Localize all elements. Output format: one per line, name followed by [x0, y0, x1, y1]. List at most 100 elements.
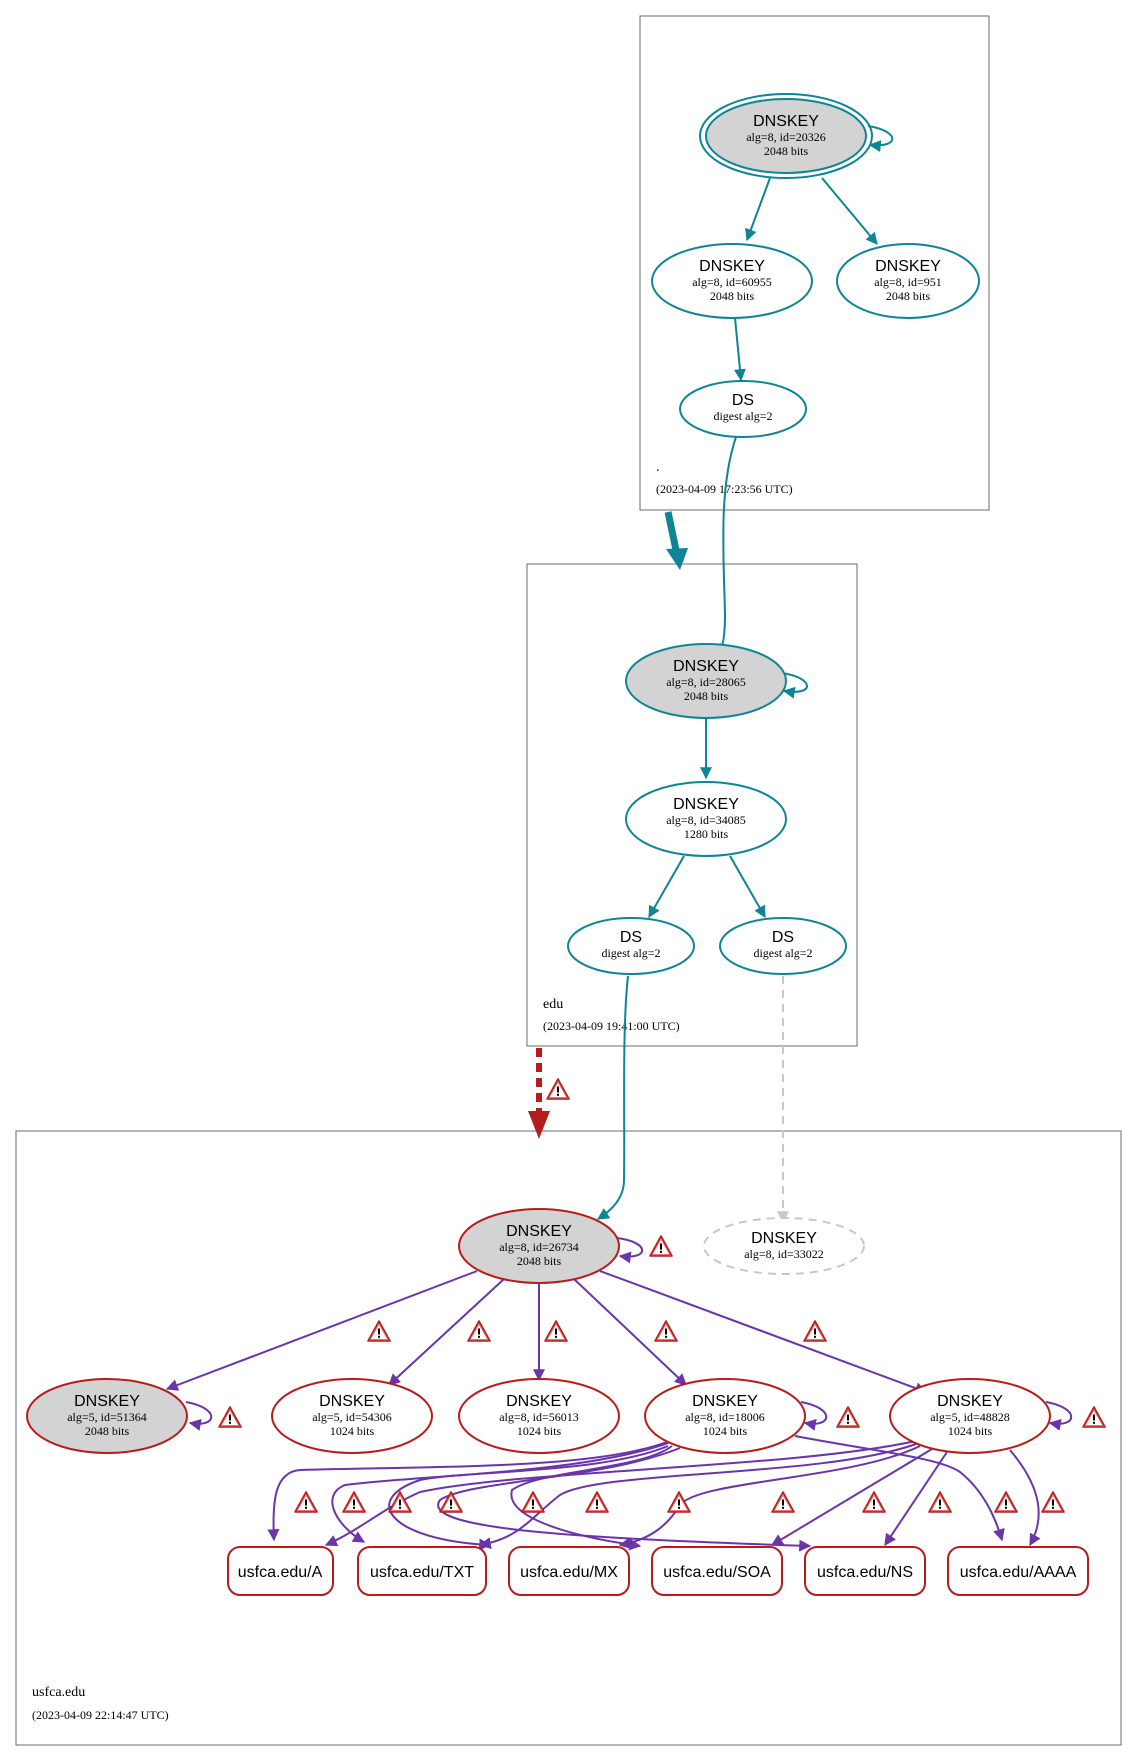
warning-icon — [388, 1491, 412, 1513]
node-detail: alg=5, id=48828 — [930, 1410, 1010, 1424]
edge-usf-k5-soa — [770, 1448, 933, 1546]
warning-icon — [836, 1406, 860, 1428]
node-usf-key-48828: DNSKEY alg=5, id=48828 1024 bits — [889, 1378, 1051, 1454]
warning-icon — [771, 1491, 795, 1513]
edge-usf-ksk-self — [616, 1237, 644, 1264]
node-detail: alg=5, id=51364 — [67, 1410, 147, 1424]
warning-icon — [994, 1491, 1018, 1513]
rrset-label: usfca.edu/SOA — [663, 1564, 771, 1581]
node-detail: alg=8, id=951 — [874, 275, 942, 289]
node-shape — [458, 1208, 620, 1284]
node-title: DNSKEY — [937, 1393, 1003, 1410]
node-title: DS — [620, 929, 642, 946]
node-title: DNSKEY — [875, 258, 941, 275]
rrset-box — [357, 1546, 487, 1596]
node-usf-key-18006: DNSKEY alg=8, id=18006 1024 bits — [644, 1378, 806, 1454]
rrset-soa: usfca.edu/SOA — [651, 1546, 783, 1596]
node-size: 2048 bits — [85, 1424, 130, 1438]
usfca-edges — [165, 1237, 1073, 1552]
node-title: DS — [772, 929, 794, 946]
node-title: DNSKEY — [506, 1223, 572, 1240]
node-root-zsk-60955: DNSKEY alg=8, id=60955 2048 bits — [651, 243, 813, 319]
node-title: DNSKEY — [753, 113, 819, 130]
node-root-zsk-951: DNSKEY alg=8, id=951 2048 bits — [836, 243, 980, 319]
node-root-ds: DS digest alg=2 — [679, 380, 807, 438]
edge-usf-k4-aaaa — [794, 1435, 1005, 1542]
node-usf-key-56013: DNSKEY alg=8, id=56013 1024 bits — [458, 1378, 620, 1454]
rrset-mx: usfca.edu/MX — [508, 1546, 630, 1596]
node-shape — [889, 1378, 1051, 1454]
warning-icon — [218, 1406, 242, 1428]
node-size: 2048 bits — [764, 144, 809, 158]
node-detail: alg=8, id=18006 — [685, 1410, 765, 1424]
node-usf-missing-key: DNSKEY alg=8, id=33022 — [703, 1217, 865, 1275]
rrset-label: usfca.edu/TXT — [370, 1564, 474, 1581]
edge-usf-k5-self — [1045, 1401, 1073, 1431]
node-detail: alg=8, id=28065 — [666, 675, 746, 689]
node-root-ksk-outer-ring — [699, 93, 873, 179]
edge-usf-k5-ns — [884, 1451, 948, 1546]
warning-icon — [928, 1491, 952, 1513]
warning-icon — [585, 1491, 609, 1513]
rrset-box — [227, 1546, 334, 1596]
edge-edu-zsk-ds1 — [648, 855, 685, 919]
node-detail: alg=5, id=54306 — [312, 1410, 392, 1424]
node-shape — [271, 1378, 433, 1454]
node-edu-ksk: DNSKEY alg=8, id=28065 2048 bits — [625, 643, 787, 719]
warning-icon — [1041, 1491, 1065, 1513]
node-title: DNSKEY — [319, 1393, 385, 1410]
node-shape — [26, 1378, 188, 1454]
node-detail: digest alg=2 — [753, 946, 812, 960]
node-title: DNSKEY — [506, 1393, 572, 1410]
delegation-root-edu-line — [664, 511, 680, 551]
node-shape — [644, 1378, 806, 1454]
node-size: 2048 bits — [517, 1254, 562, 1268]
rrset-txt: usfca.edu/TXT — [357, 1546, 487, 1596]
node-root-ksk-shape — [705, 98, 867, 174]
node-size: 1024 bits — [517, 1424, 562, 1438]
node-shape — [567, 917, 695, 975]
node-shape — [719, 917, 847, 975]
zone-root-name: . — [656, 460, 660, 475]
warning-icon — [654, 1320, 678, 1342]
zone-edu-timestamp: (2023-04-09 19:41:00 UTC) — [543, 1019, 680, 1033]
warning-icon — [521, 1491, 545, 1513]
edge-usf-k4-txt — [331, 1442, 669, 1543]
node-detail: alg=8, id=34085 — [666, 813, 746, 827]
zone-root-timestamp: (2023-04-09 17:23:56 UTC) — [656, 482, 793, 496]
node-detail: alg=8, id=33022 — [744, 1247, 824, 1261]
warning-icon — [467, 1320, 491, 1342]
node-title: DNSKEY — [74, 1393, 140, 1410]
rrset-box — [508, 1546, 630, 1596]
edge-usf-k5-txt — [478, 1443, 917, 1550]
edu-edges — [596, 672, 808, 1224]
warning-icon — [803, 1320, 827, 1342]
edge-usf-ksk-k2 — [388, 1278, 505, 1386]
node-detail: alg=8, id=56013 — [499, 1410, 579, 1424]
zone-usfca-name: usfca.edu — [32, 1685, 85, 1700]
edge-root-ksk-zsk1 — [745, 177, 771, 242]
node-shape — [703, 1217, 865, 1275]
delegation-edu-usfca — [528, 1048, 550, 1139]
rrset-label: usfca.edu/NS — [817, 1564, 913, 1581]
node-detail: digest alg=2 — [713, 409, 772, 423]
edge-usf-ksk-k5 — [599, 1270, 928, 1394]
node-detail: alg=8, id=20326 — [746, 130, 826, 144]
warning-icon — [862, 1491, 886, 1513]
node-size: 1280 bits — [684, 827, 729, 841]
rrset-aaaa: usfca.edu/AAAA — [947, 1546, 1089, 1596]
zone-root: . (2023-04-09 17:23:56 UTC) — [639, 15, 990, 511]
edge-root-zsk1-ds — [733, 317, 746, 382]
rrset-box — [947, 1546, 1089, 1596]
edge-usf-k4-a — [267, 1439, 673, 1542]
rrset-label: usfca.edu/MX — [520, 1564, 618, 1581]
warning-icon — [649, 1235, 673, 1257]
warning-icon — [439, 1491, 463, 1513]
edge-usf-k4-self — [800, 1401, 828, 1431]
node-detail: alg=8, id=26734 — [499, 1240, 579, 1254]
delegation-root-edu-arrowhead — [666, 548, 688, 570]
node-size: 1024 bits — [948, 1424, 993, 1438]
zone-edu-box — [526, 563, 858, 1047]
node-shape — [458, 1378, 620, 1454]
